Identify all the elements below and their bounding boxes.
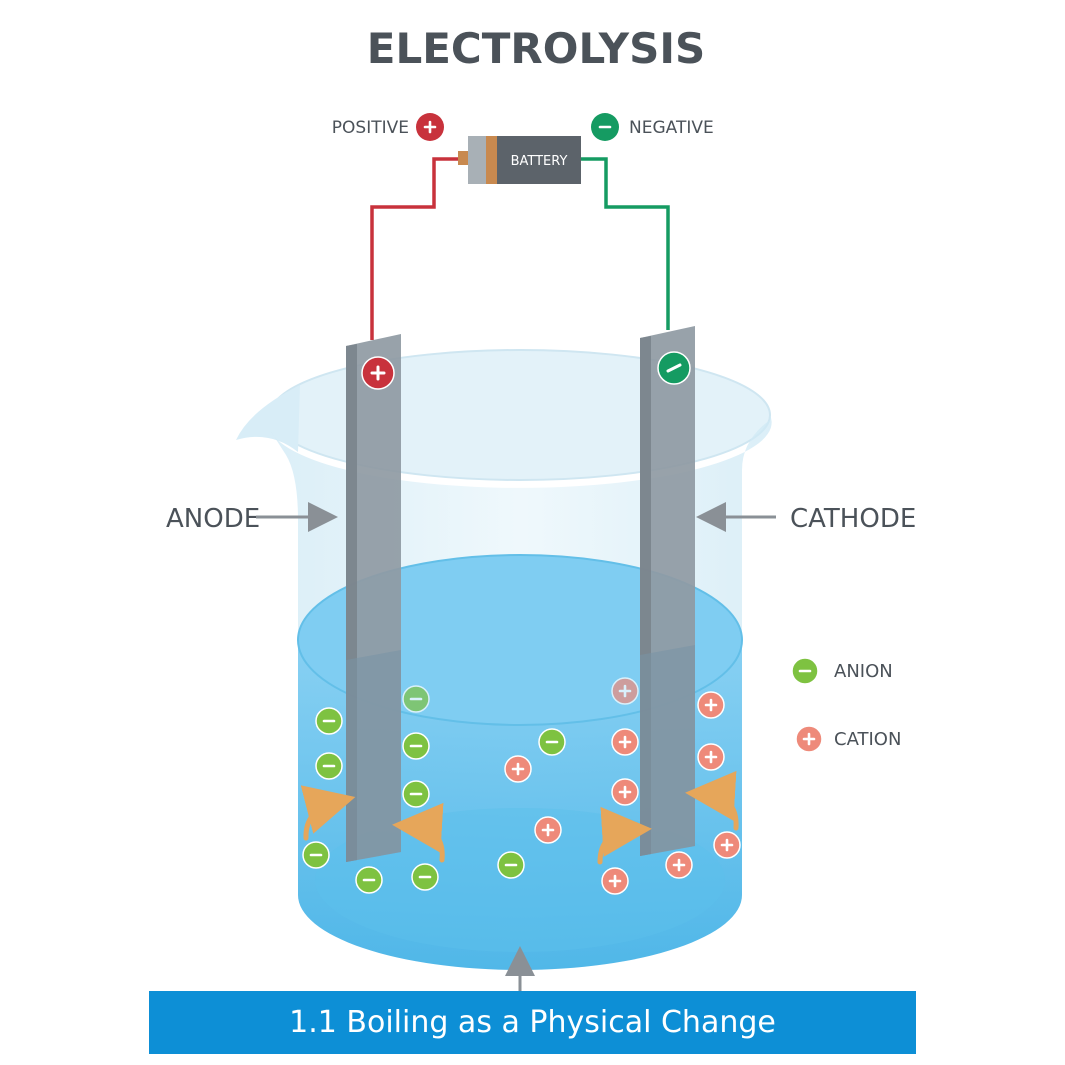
legend-cation-label: CATION bbox=[834, 729, 901, 750]
curved-arrow-icon bbox=[392, 802, 445, 863]
cation-ion bbox=[697, 743, 725, 771]
cation-ion bbox=[611, 677, 639, 705]
anion-ion bbox=[402, 780, 430, 808]
negative-terminal-icon bbox=[591, 113, 619, 141]
cation-ion bbox=[504, 755, 532, 783]
curved-arrow-icon bbox=[597, 806, 652, 865]
cathode-label: CATHODE bbox=[790, 504, 916, 534]
anion-ion bbox=[302, 841, 330, 869]
anion-ion bbox=[355, 866, 383, 894]
diagram-title: ELECTROLYSIS bbox=[367, 24, 705, 73]
anion-ion bbox=[497, 851, 525, 879]
legend: ANION CATION bbox=[791, 657, 901, 753]
anode-plus-icon bbox=[361, 356, 395, 390]
legend-anion-icon bbox=[791, 657, 819, 685]
cathode-electrode bbox=[640, 326, 695, 856]
cation-group bbox=[504, 677, 741, 895]
anion-ion bbox=[402, 685, 430, 713]
beaker-spout bbox=[236, 385, 300, 452]
legend-anion-label: ANION bbox=[834, 661, 893, 682]
cation-ion bbox=[601, 867, 629, 895]
positive-wire bbox=[370, 157, 464, 340]
caption-banner: 1.1 Boiling as a Physical Change bbox=[149, 991, 916, 1054]
battery-label: BATTERY bbox=[511, 154, 568, 169]
cation-ion bbox=[534, 816, 562, 844]
anion-ion bbox=[411, 863, 439, 891]
negative-label: NEGATIVE bbox=[629, 118, 714, 138]
legend-cation-icon bbox=[795, 725, 823, 753]
anion-ion bbox=[538, 728, 566, 756]
cation-ion bbox=[713, 831, 741, 859]
anode-electrode bbox=[346, 334, 401, 862]
curved-arrow-icon bbox=[685, 770, 739, 831]
curved-arrow-icon bbox=[300, 785, 356, 841]
battery: BATTERY bbox=[458, 136, 581, 184]
positive-terminal-icon bbox=[416, 113, 444, 141]
negative-wire bbox=[580, 157, 670, 330]
curved-arrow-icon-group bbox=[300, 770, 739, 865]
anion-group bbox=[302, 685, 566, 894]
cation-ion bbox=[697, 691, 725, 719]
anion-ion bbox=[315, 707, 343, 735]
anode-label: ANODE bbox=[166, 504, 260, 534]
cation-ion bbox=[611, 778, 639, 806]
positive-label: POSITIVE bbox=[332, 118, 409, 138]
anion-ion bbox=[315, 752, 343, 780]
cathode-minus-icon bbox=[657, 351, 691, 385]
cation-ion bbox=[611, 728, 639, 756]
anion-ion bbox=[402, 732, 430, 760]
cation-ion bbox=[665, 851, 693, 879]
